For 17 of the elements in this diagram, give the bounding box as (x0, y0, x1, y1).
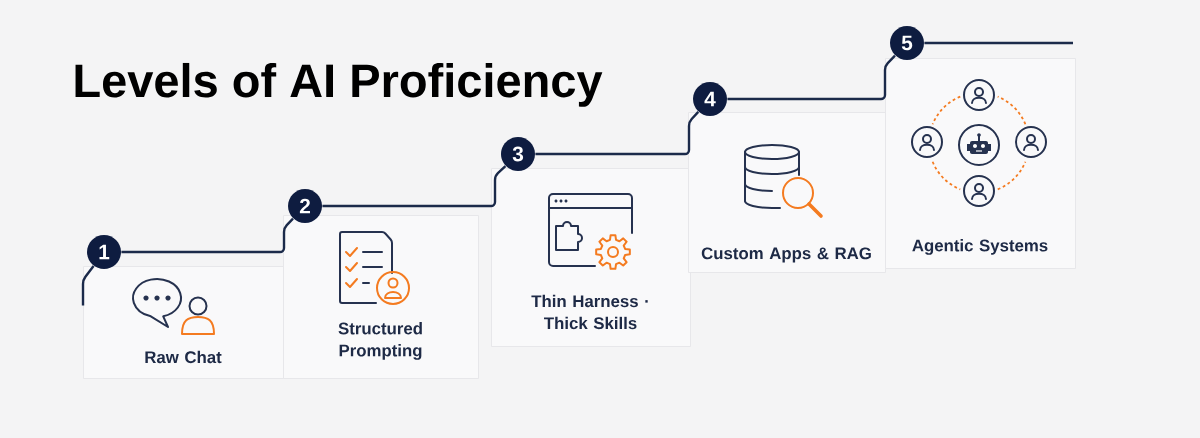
number-badge: 2 (288, 189, 322, 223)
title: Levels of AI Proficiency (75, 62, 603, 107)
step-panel: Structured Prompting (283, 215, 479, 379)
number-badge: 3 (501, 137, 535, 171)
connector-line (322, 165, 507, 208)
step-panel: Thin Harness · Thick Skills (491, 168, 691, 347)
number-badge: 4 (693, 82, 727, 116)
number-badge: 5 (890, 26, 924, 60)
step-panel: Custom Apps & RAG (688, 112, 886, 273)
connector-line (535, 111, 700, 156)
step-panel: Agentic Systems (885, 58, 1076, 269)
connector-line (924, 41, 1073, 45)
connector-line (81, 265, 95, 306)
step-panel: Raw Chat (83, 266, 284, 379)
connector-line (727, 54, 896, 101)
number-badge: 1 (87, 235, 121, 269)
connector-line (121, 217, 294, 254)
